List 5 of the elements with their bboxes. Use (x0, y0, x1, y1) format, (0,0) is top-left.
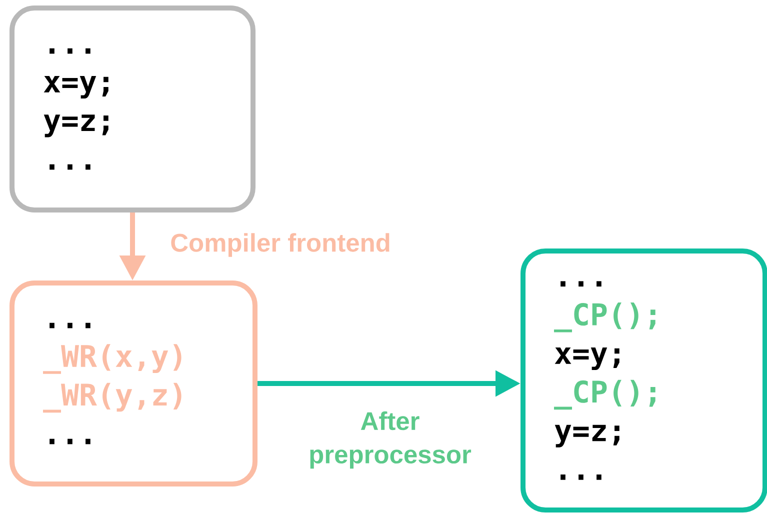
edge-label: Compiler frontend (171, 233, 390, 257)
code-box: ... x=y; y=z; ... (10, 6, 256, 212)
code-box: ... _CP(); x=y; _CP(); y=z; ... (520, 248, 767, 512)
code-box: ... _WR(x,y) _WR(y,z) ... (10, 280, 258, 486)
edge-label: After preprocessor (310, 411, 472, 469)
